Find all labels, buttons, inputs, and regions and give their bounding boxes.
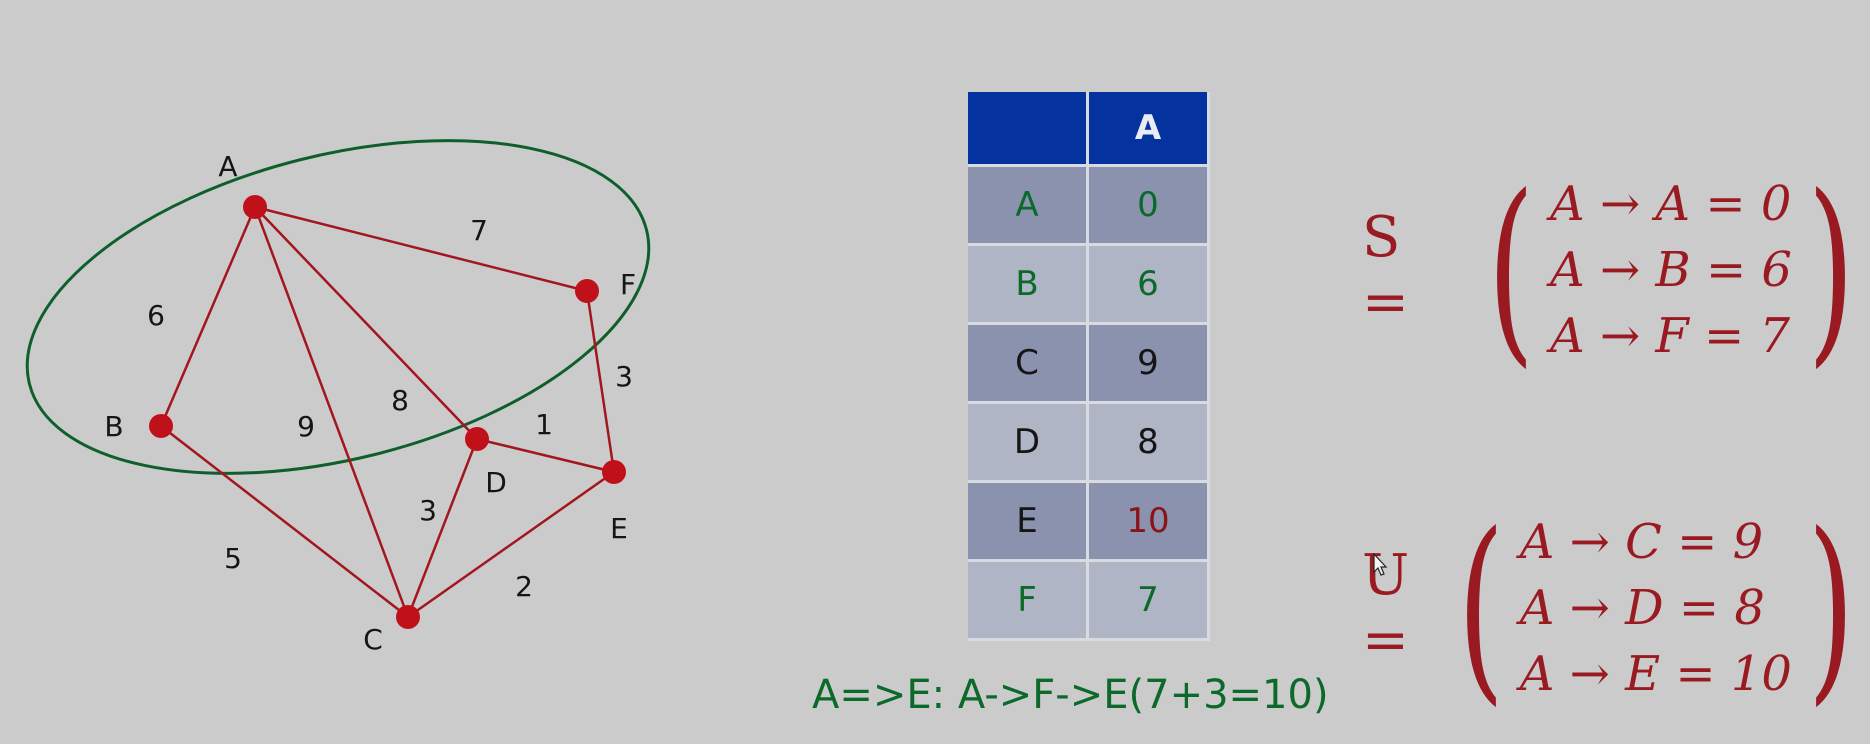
vertex-e <box>602 460 626 484</box>
row-vertex: C <box>968 323 1089 404</box>
table-row: F 7 <box>968 560 1210 641</box>
edge-weight-d-c: 3 <box>419 494 437 527</box>
left-paren: ( <box>1487 153 1535 386</box>
vertex-label-f: F <box>620 268 636 301</box>
row-vertex: B <box>968 244 1089 325</box>
edge-weight-a-f: 7 <box>470 214 488 247</box>
set-u: U = ( A → C = 9 A → D = 8 A → E = 10 ) <box>1362 508 1870 708</box>
vertex-b <box>149 414 173 438</box>
row-distance: 9 <box>1087 323 1210 404</box>
vertex-label-a: A <box>218 150 237 183</box>
vertex-f <box>575 279 599 303</box>
set-s-row: A → F = 7 <box>1550 308 1790 364</box>
set-u-name: U = <box>1362 543 1410 673</box>
set-s-row: A → B = 6 <box>1550 242 1792 298</box>
mouse-cursor-icon <box>1373 553 1388 576</box>
vertex-label-c: C <box>363 623 383 656</box>
graph-diagram: 6 7 9 8 5 3 1 3 2 A B C D E F <box>25 139 651 656</box>
edge-weight-c-e: 2 <box>515 570 533 603</box>
set-u-row: A → C = 9 <box>1519 514 1764 570</box>
edge-a-d <box>254 206 478 440</box>
edge-weight-f-e: 3 <box>615 360 633 393</box>
table-row: A 0 <box>968 165 1210 246</box>
set-s: S = ( A → A = 0 A → B = 6 A → F = 7 ) <box>1362 170 1870 370</box>
table-row: B 6 <box>968 244 1210 325</box>
table-header-source: A <box>1087 92 1210 167</box>
set-s-name: S = <box>1362 205 1409 335</box>
edge-weight-a-c: 9 <box>297 410 315 443</box>
row-vertex: E <box>968 481 1089 562</box>
set-u-row: A → E = 10 <box>1519 646 1792 702</box>
edge-weight-a-b: 6 <box>147 299 165 332</box>
row-distance: 6 <box>1087 244 1210 325</box>
edge-c-e <box>407 470 615 619</box>
edge-weight-d-e: 1 <box>535 408 553 441</box>
table-row: C 9 <box>968 323 1210 404</box>
row-distance: 0 <box>1087 165 1210 246</box>
table-row: E 10 <box>968 481 1210 562</box>
visited-set-ellipse <box>25 139 651 475</box>
vertex-c <box>396 605 420 629</box>
edge-weight-b-c: 5 <box>224 542 242 575</box>
vertex-label-d: D <box>485 466 507 499</box>
edge-f-e <box>585 290 616 473</box>
row-distance: 7 <box>1087 560 1210 641</box>
table-header-row: A <box>968 92 1210 167</box>
row-vertex: F <box>968 560 1089 641</box>
edge-a-c <box>253 206 410 618</box>
edge-weight-a-d: 8 <box>391 384 409 417</box>
set-u-row: A → D = 8 <box>1519 580 1765 636</box>
row-vertex: D <box>968 402 1089 483</box>
edge-a-b <box>159 206 257 427</box>
set-s-row: A → A = 0 <box>1550 176 1792 232</box>
row-distance: 10 <box>1087 481 1210 562</box>
vertex-label-e: E <box>610 512 628 545</box>
edge-a-f <box>254 205 588 293</box>
edge-d-c <box>406 438 479 618</box>
path-note: A=>E: A->F->E(7+3=10) <box>812 672 1329 718</box>
table-header-corner <box>968 92 1089 167</box>
distance-table: A A 0 B 6 C 9 D 8 E 10 F 7 <box>968 92 1210 641</box>
vertex-a <box>243 195 267 219</box>
left-paren: ( <box>1457 491 1505 724</box>
vertex-d <box>465 427 489 451</box>
table-row: D 8 <box>968 402 1210 483</box>
right-paren: ) <box>1807 153 1855 386</box>
row-distance: 8 <box>1087 402 1210 483</box>
edge-d-e <box>476 437 615 474</box>
right-paren: ) <box>1807 491 1855 724</box>
vertex-label-b: B <box>104 410 123 443</box>
edge-b-c <box>160 425 409 618</box>
row-vertex: A <box>968 165 1089 246</box>
